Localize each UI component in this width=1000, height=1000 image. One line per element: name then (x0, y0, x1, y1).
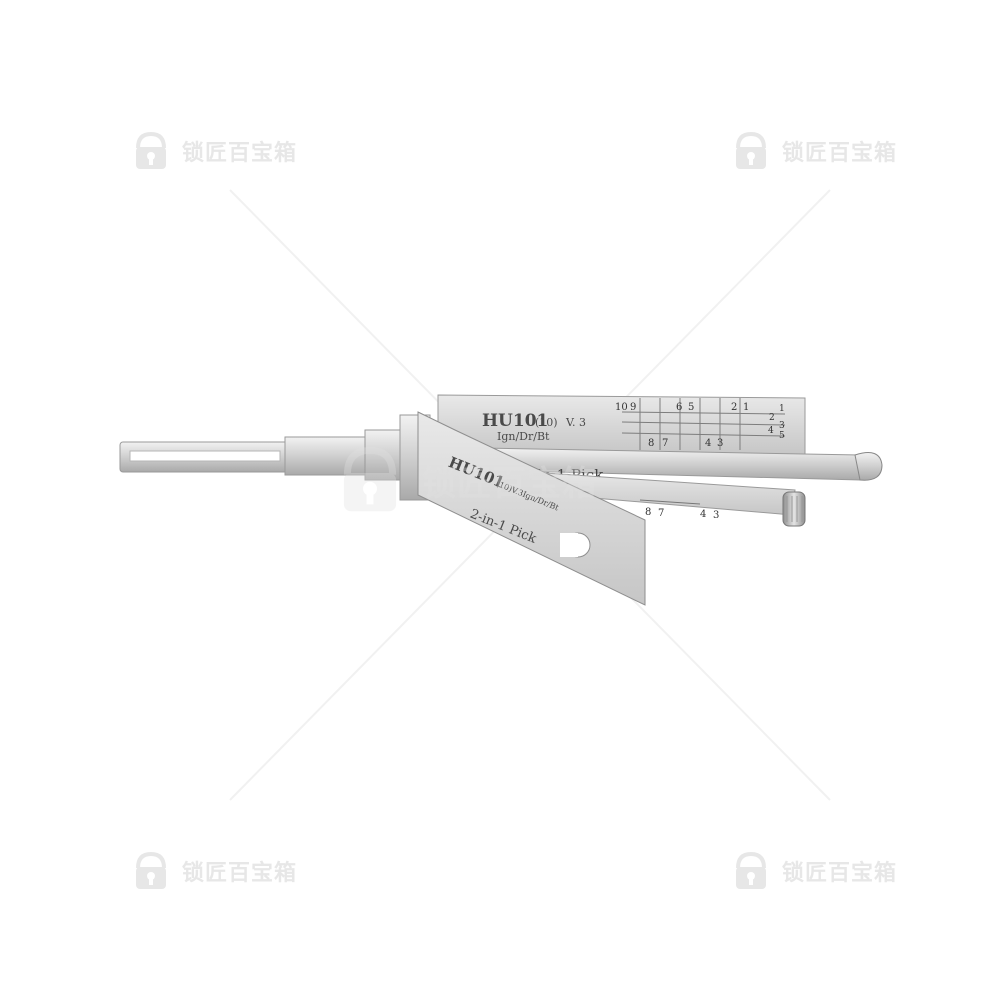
model-label: HU101 (482, 411, 548, 431)
padlock-shield-icon (343, 446, 397, 512)
svg-text:7: 7 (662, 438, 668, 449)
svg-text:3: 3 (779, 421, 785, 431)
key-blade (119, 414, 431, 501)
svg-text:4: 4 (768, 426, 774, 436)
svg-text:4: 4 (705, 438, 711, 449)
usage-label: Ign/Dr/Bt (497, 430, 550, 443)
watermark-text: 锁匠百宝箱 (182, 141, 298, 166)
scale-top: 10 9 6 5 2 1 (615, 402, 749, 413)
svg-text:5: 5 (688, 402, 694, 413)
padlock-shield-icon (136, 851, 166, 889)
padlock-shield-icon (136, 131, 166, 169)
watermark-bottom-left: 锁匠百宝箱 (128, 848, 297, 894)
svg-text:9: 9 (630, 402, 636, 413)
adjustment-knob (782, 491, 806, 527)
back-plate: HU101 (10) V. 3 Ign/Dr/Bt 10 9 6 5 2 1 8… (437, 394, 806, 456)
padlock-shield-icon (736, 131, 766, 169)
svg-text:2: 2 (731, 402, 737, 413)
watermark-text: 锁匠百宝箱 (422, 463, 597, 504)
svg-text:8: 8 (645, 507, 651, 518)
padlock-shield-icon (736, 851, 766, 889)
scale-bottom: 8 7 4 3 (648, 438, 723, 449)
svg-text:3: 3 (713, 510, 719, 521)
svg-text:4: 4 (700, 509, 706, 520)
svg-text:3: 3 (717, 438, 723, 449)
model-sub-label: (10) (535, 416, 558, 429)
watermark-text: 锁匠百宝箱 (182, 861, 298, 886)
svg-text:1: 1 (743, 402, 749, 413)
svg-text:8: 8 (648, 438, 654, 449)
svg-text:5: 5 (779, 431, 785, 441)
svg-text:10: 10 (615, 402, 628, 413)
watermark-center: 锁匠百宝箱 (330, 440, 597, 520)
watermark-text: 锁匠百宝箱 (782, 141, 898, 166)
svg-text:2: 2 (769, 413, 775, 423)
watermark-text: 锁匠百宝箱 (782, 861, 898, 886)
svg-text:1: 1 (779, 404, 785, 414)
watermark-bottom-right: 锁匠百宝箱 (728, 848, 897, 894)
svg-text:6: 6 (676, 402, 682, 413)
watermark-top-right: 锁匠百宝箱 (728, 128, 897, 174)
scale-right: 1 2 3 4 5 (768, 404, 785, 441)
svg-text:7: 7 (658, 508, 664, 519)
version-label: V. 3 (565, 416, 586, 429)
watermark-top-left: 锁匠百宝箱 (128, 128, 297, 174)
